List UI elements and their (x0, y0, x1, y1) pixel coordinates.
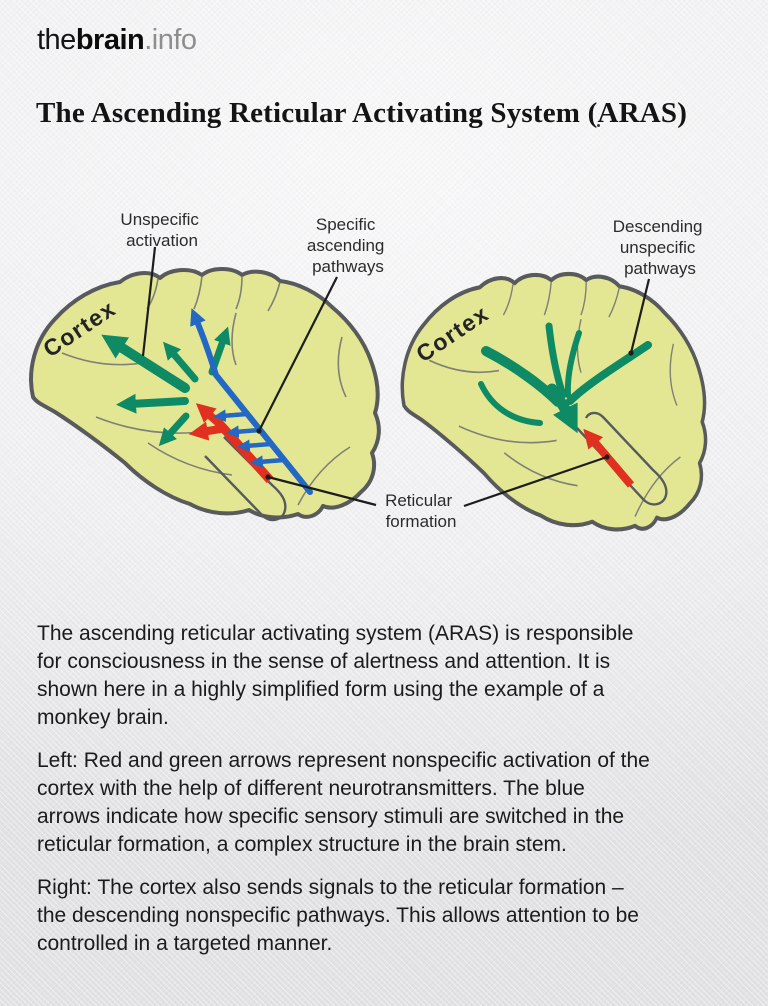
right-green-arrows (478, 322, 652, 434)
left-reticular-capsule (204, 436, 287, 522)
paragraph-left-explanation: Left: Red and green arrows represent non… (37, 749, 650, 856)
right-red-arrow (583, 428, 635, 488)
paragraph-right-explanation: Right: The cortex also sends signals to … (37, 876, 639, 955)
left-blue-pathways (190, 308, 313, 495)
pointer-specific (258, 276, 338, 432)
label-specific-ascending-pathways: Specific ascending pathways (307, 215, 389, 276)
pointer-reticular-left (267, 475, 377, 507)
description: The ascending reticular activating syste… (37, 620, 743, 973)
site-logo[interactable]: thebrain.info (37, 24, 197, 57)
pointer-reticular-right (463, 455, 608, 508)
page-title: The Ascending Reticular Activating Syste… (36, 97, 688, 129)
pointer-dots (256, 350, 634, 480)
label-reticular-formation: Reticular formation (385, 491, 457, 531)
aras-diagram: Unspecific activation Specific ascending… (29, 210, 768, 575)
label-descending-unspecific-pathways: Descending unspecific pathways (613, 217, 708, 278)
label-unspecific-activation: Unspecific activation (120, 210, 203, 250)
left-brain (29, 267, 381, 520)
logo-info: .info (144, 24, 197, 56)
right-reticular-capsule (576, 411, 668, 506)
paragraph-intro: The ascending reticular activating syste… (37, 622, 634, 729)
logo-the: the (37, 24, 76, 56)
pointer-unspecific (141, 246, 157, 357)
logo-brain: brain (75, 24, 145, 56)
pointer-lines (141, 246, 651, 508)
stray-dot (597, 124, 600, 127)
pointer-descending (629, 278, 651, 354)
